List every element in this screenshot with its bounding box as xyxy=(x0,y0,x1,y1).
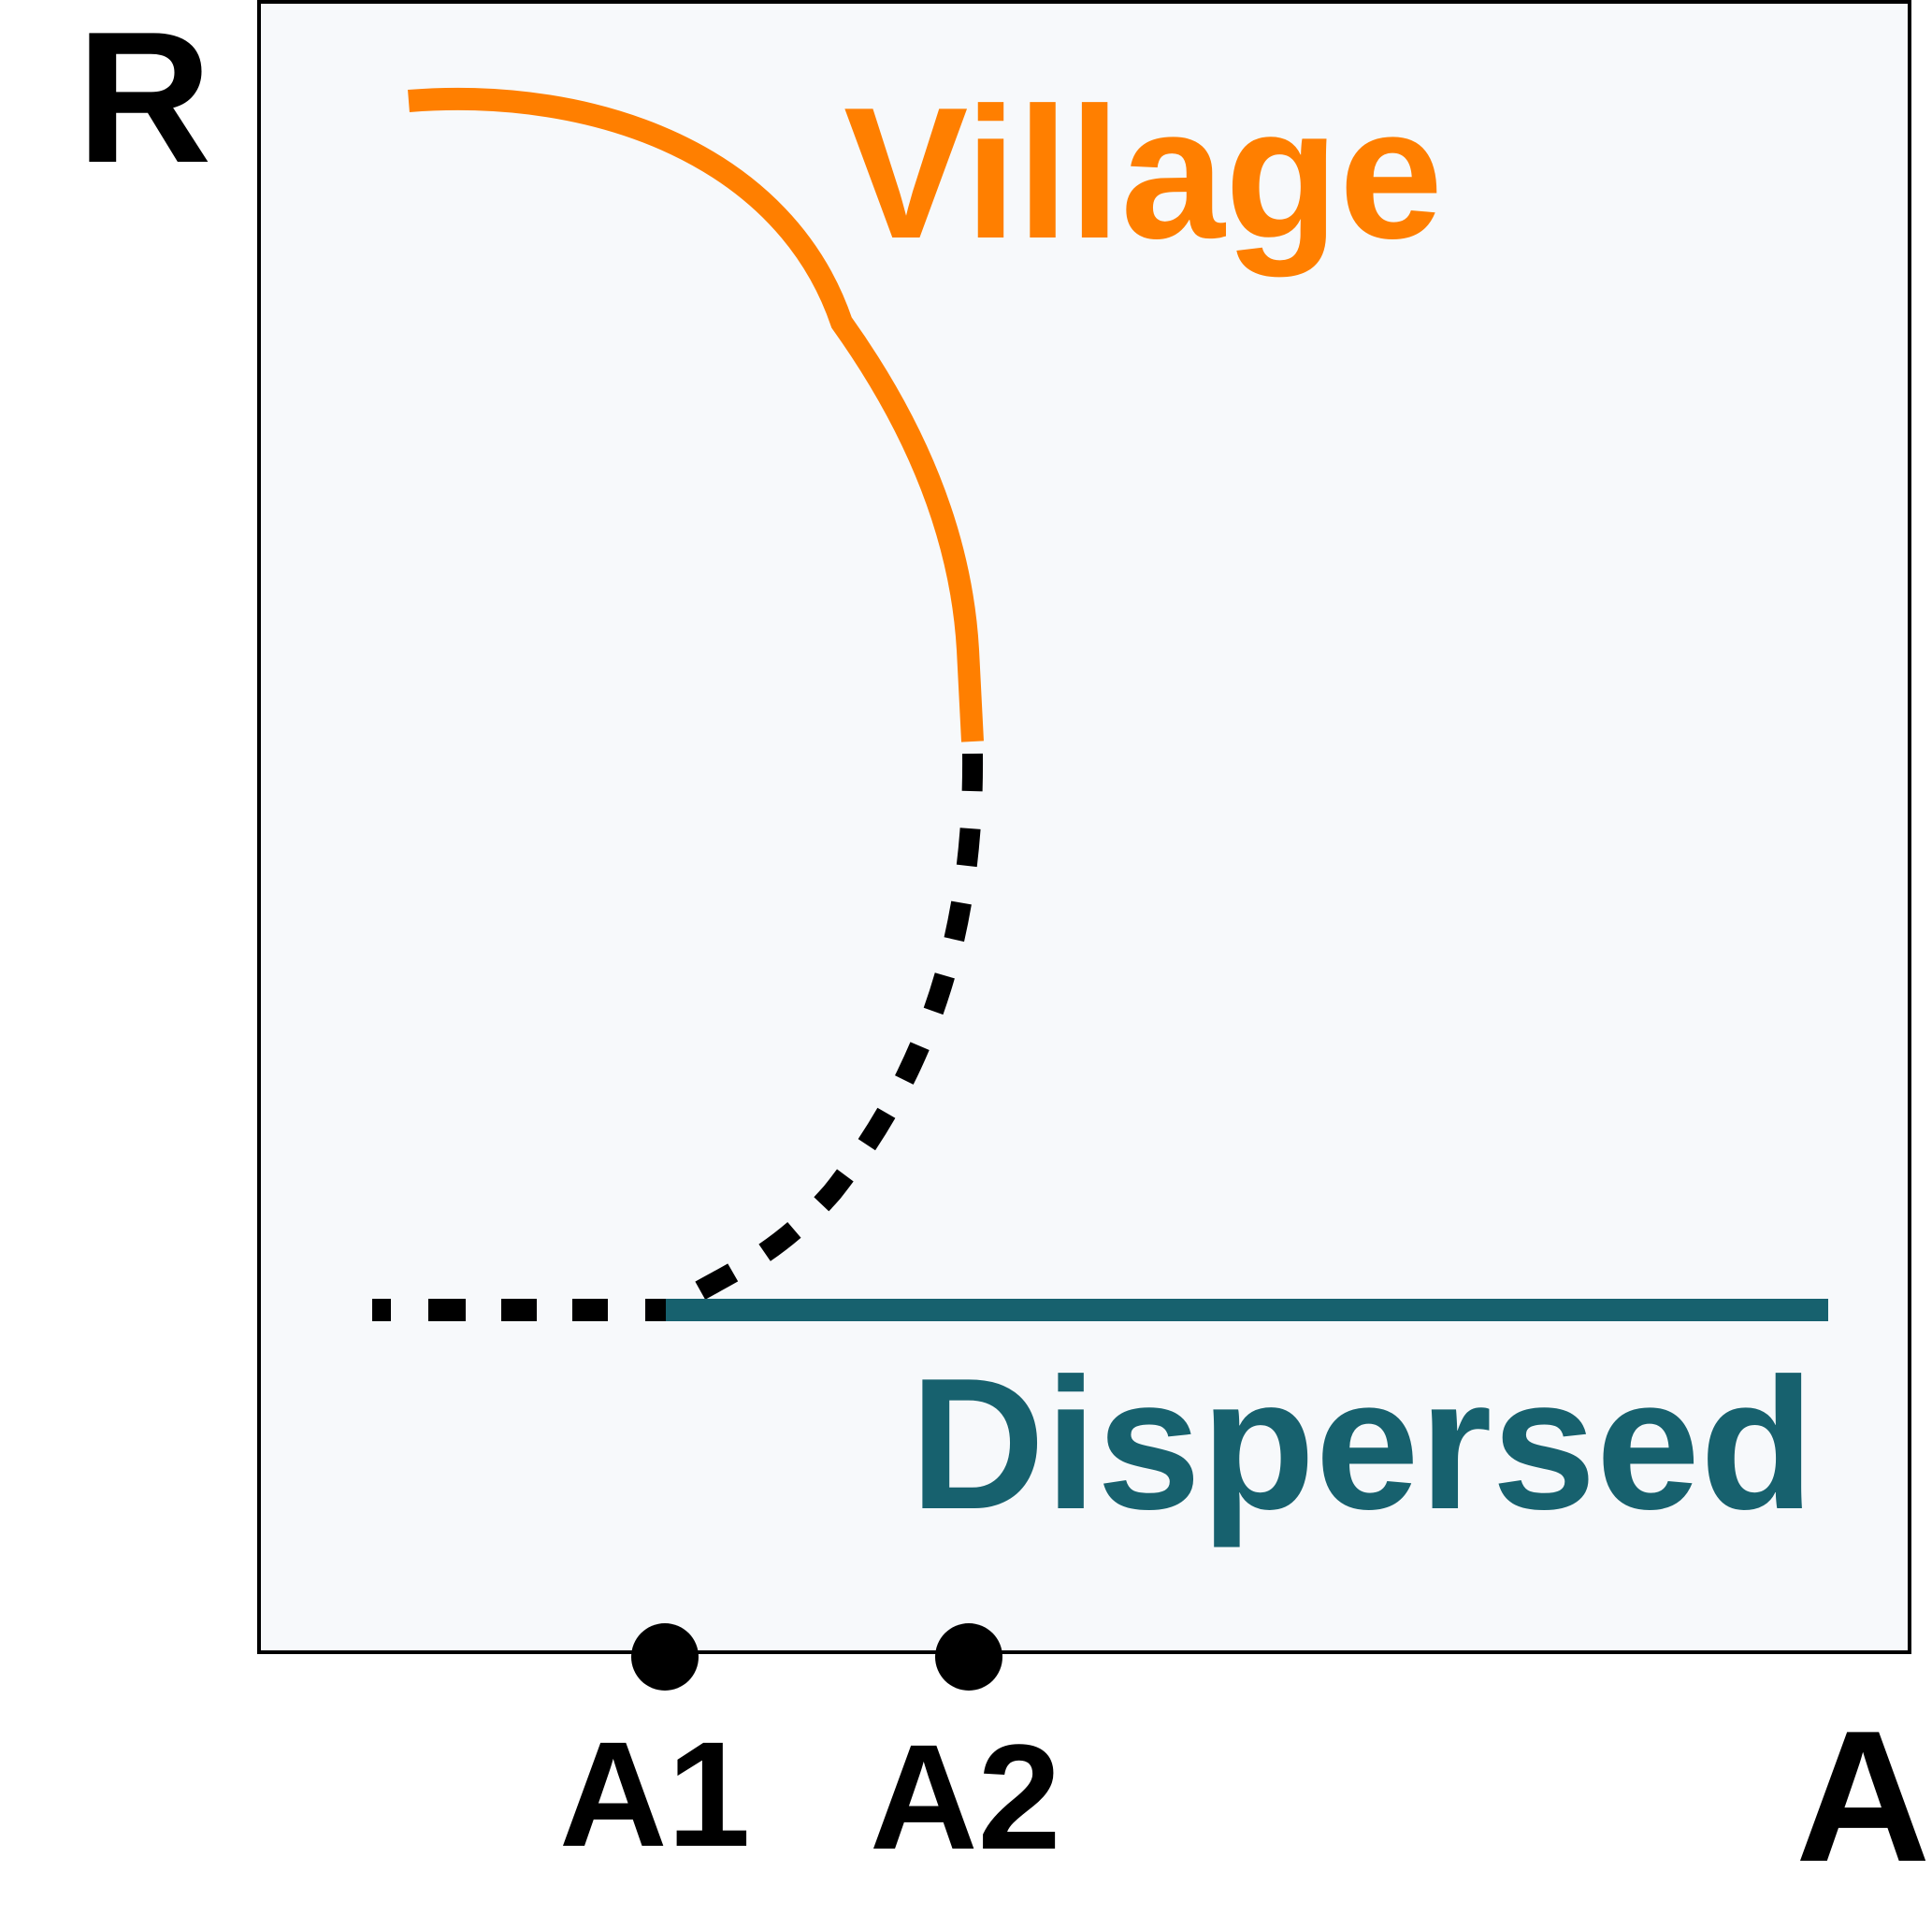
village-curve xyxy=(408,87,984,742)
a2-label: A2 xyxy=(870,1713,1061,1880)
a1-point xyxy=(631,1623,699,1691)
plot-area xyxy=(257,0,1911,1654)
a2-point xyxy=(935,1623,1002,1691)
x-axis-label: A xyxy=(1795,1692,1930,1901)
y-axis-label: R xyxy=(77,0,211,202)
dispersed-label: Dispersed xyxy=(910,1340,1814,1548)
a1-label: A1 xyxy=(559,1710,751,1878)
unstable-branch-curve xyxy=(662,753,984,1319)
village-label: Village xyxy=(843,69,1443,278)
